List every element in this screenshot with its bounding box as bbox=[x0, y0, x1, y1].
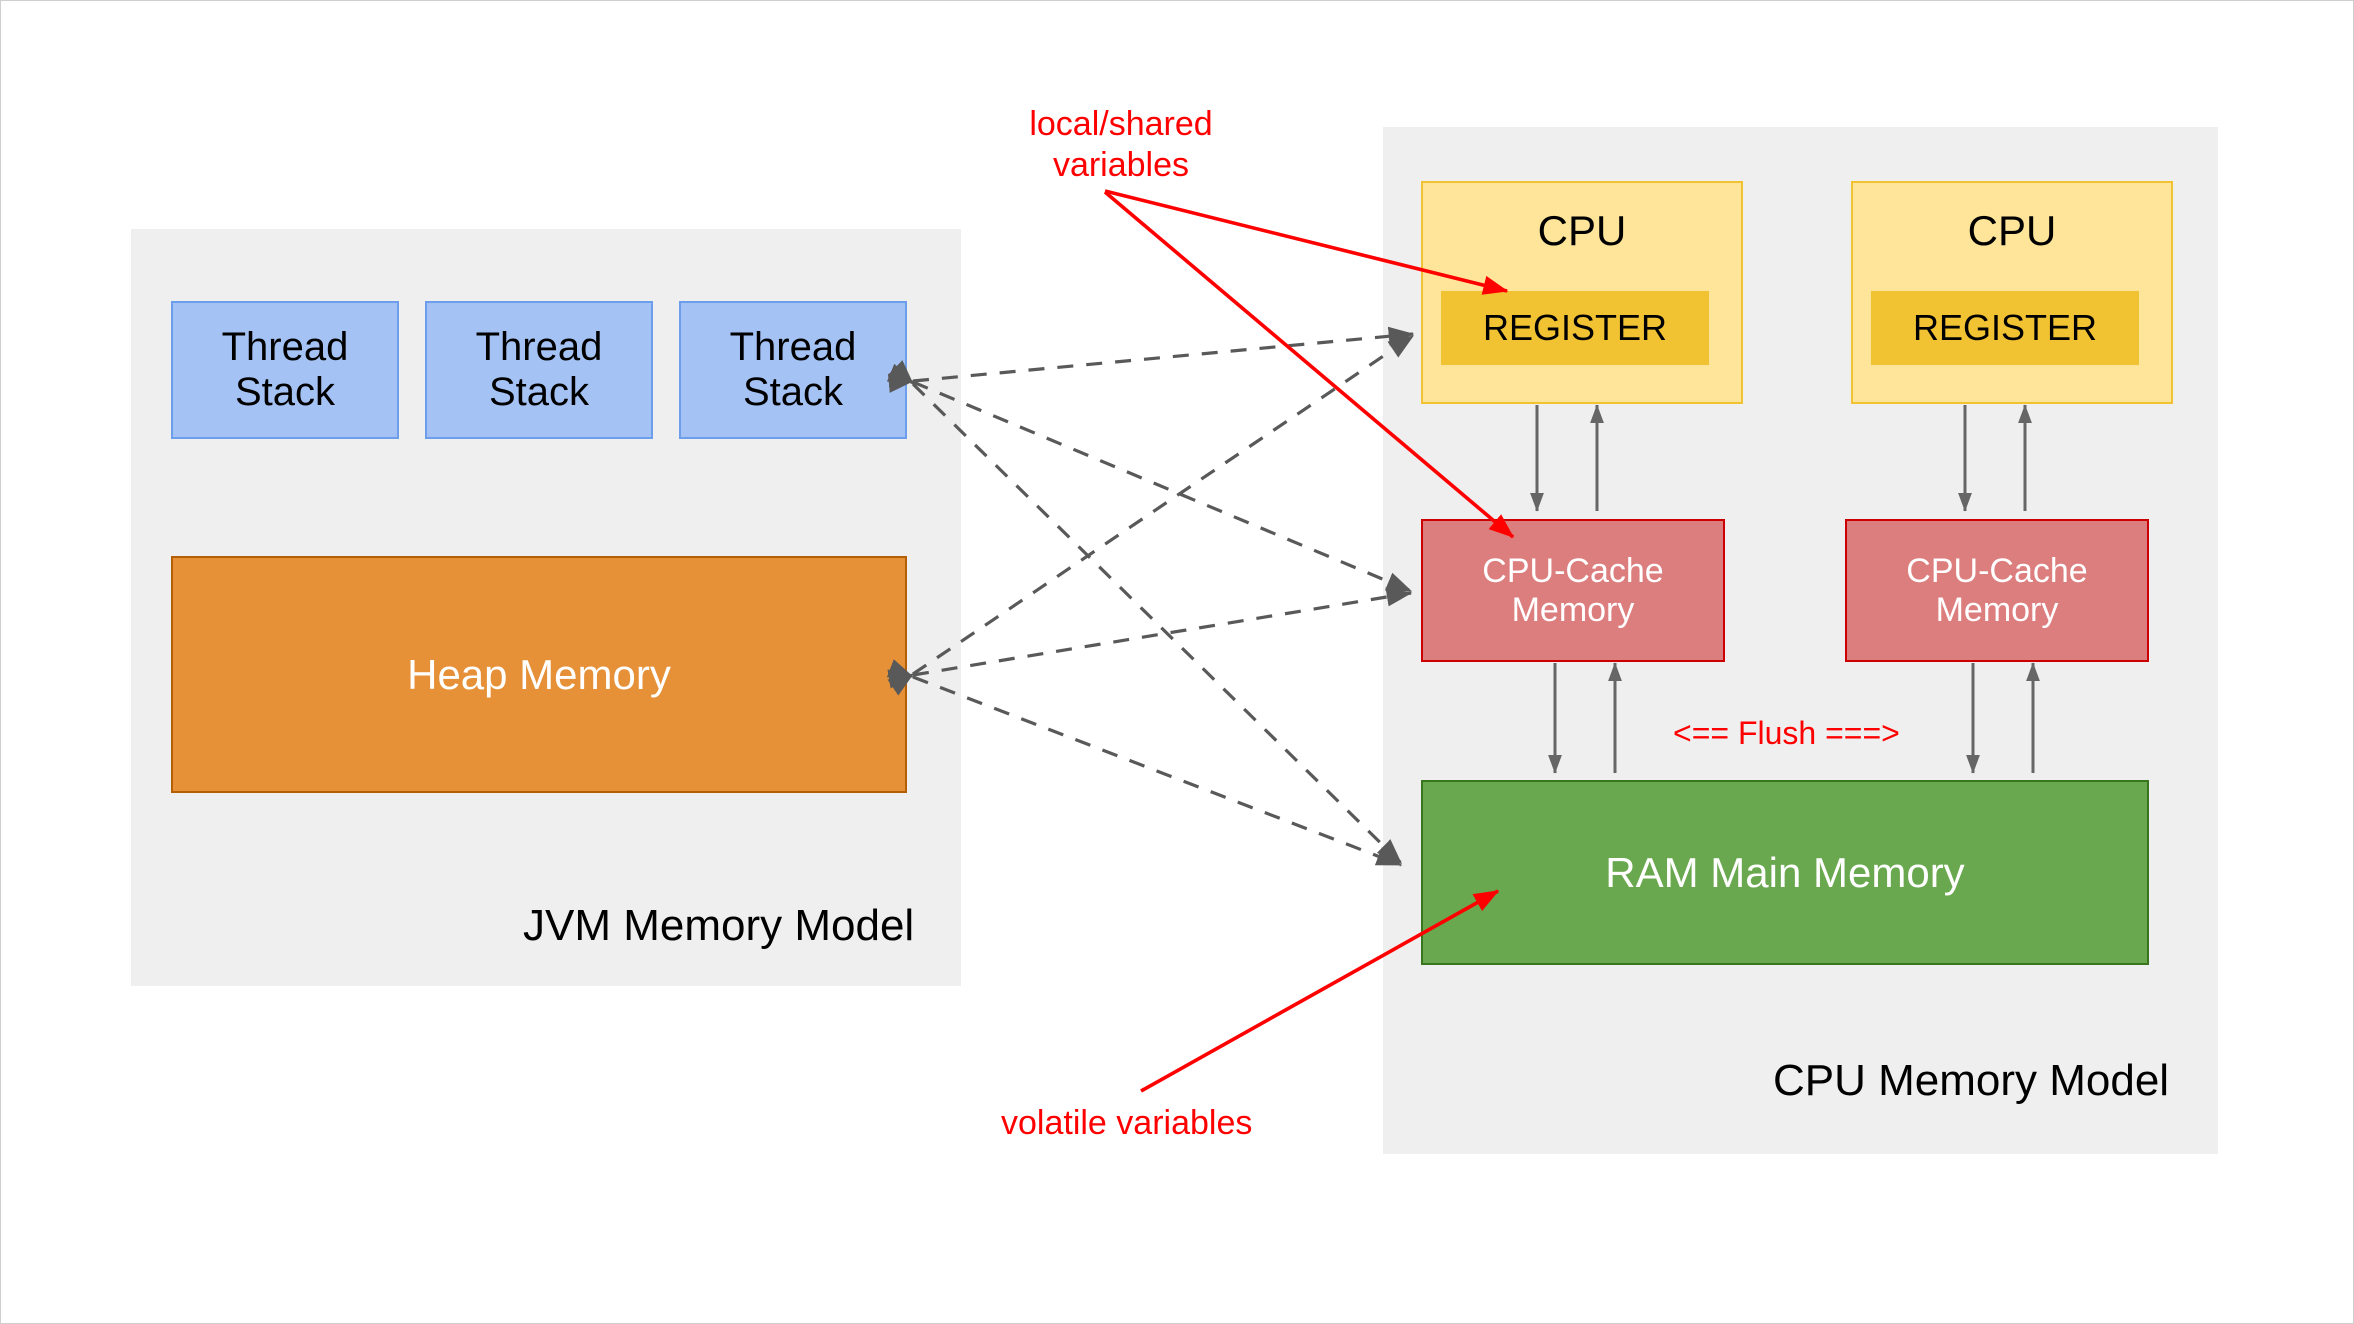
heap-memory-box: Heap Memory bbox=[171, 556, 907, 793]
connector-heap-register bbox=[887, 334, 1415, 696]
thread-stack-box-1: Thread Stack bbox=[171, 301, 399, 439]
register-label-2: REGISTER bbox=[1912, 306, 2098, 348]
register-label-1: REGISTER bbox=[1482, 306, 1668, 348]
connector-threadstack-ram bbox=[888, 360, 1403, 865]
heap-memory-label: Heap Memory bbox=[407, 650, 671, 698]
flush-annotation: <== Flush ===> bbox=[1673, 715, 1900, 751]
thread-stack-box-3: Thread Stack bbox=[679, 301, 907, 439]
register-box-2: REGISTER bbox=[1871, 291, 2139, 365]
register-box-1: REGISTER bbox=[1441, 291, 1709, 365]
thread-stack-label-3: Thread Stack bbox=[729, 325, 857, 414]
cpu-cache-label-2: CPU-Cache Memory bbox=[1906, 552, 2088, 629]
thread-stack-box-2: Thread Stack bbox=[425, 301, 653, 439]
jvm-memory-model-label: JVM Memory Model bbox=[523, 901, 915, 950]
volatile-variables-annotation: volatile variables bbox=[1001, 1104, 1253, 1142]
ram-main-memory-box: RAM Main Memory bbox=[1421, 780, 2149, 965]
cpu-label-1: CPU bbox=[1537, 207, 1627, 254]
cpu-cache-box-1: CPU-Cache Memory bbox=[1421, 519, 1725, 662]
local-shared-variables-annotation: local/shared variables bbox=[1029, 105, 1213, 185]
connector-heap-ram bbox=[886, 659, 1403, 867]
ram-main-memory-label: RAM Main Memory bbox=[1605, 848, 1965, 896]
connector-threadstack-cache bbox=[886, 363, 1413, 593]
cpu-cache-box-2: CPU-Cache Memory bbox=[1845, 519, 2149, 662]
thread-stack-label-2: Thread Stack bbox=[475, 325, 603, 414]
cpu-label-2: CPU bbox=[1967, 207, 2057, 254]
connector-heap-cache bbox=[887, 587, 1413, 689]
cpu-memory-model-label: CPU Memory Model bbox=[1773, 1056, 2170, 1105]
connector-threadstack-register bbox=[887, 326, 1415, 393]
thread-stack-label-1: Thread Stack bbox=[221, 325, 349, 414]
cpu-cache-label-1: CPU-Cache Memory bbox=[1482, 552, 1664, 629]
